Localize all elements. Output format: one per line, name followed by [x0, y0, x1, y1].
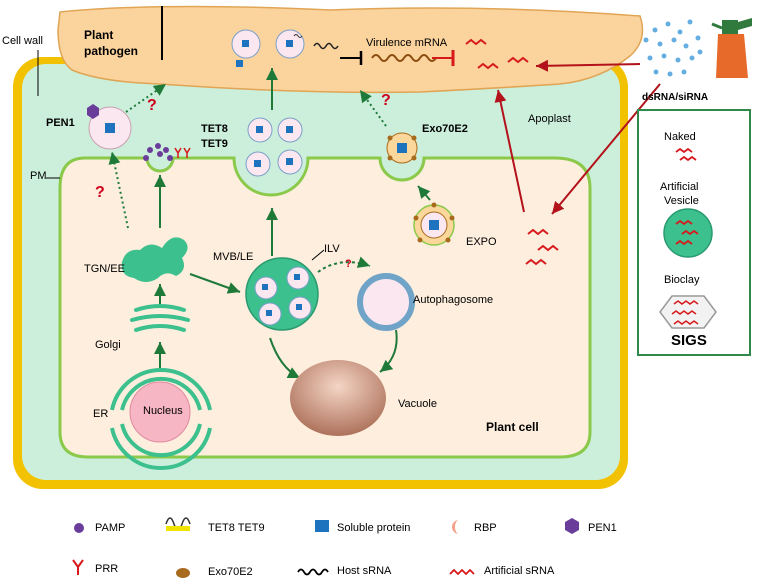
virulence-mrna-label: Virulence mRNA	[366, 37, 448, 49]
vesicle-in-pathogen-2	[275, 29, 305, 59]
pathogen-label-1: Plant	[84, 28, 114, 42]
expo-label: EXPO	[466, 236, 497, 248]
tet9-label: TET9	[201, 138, 228, 150]
autophagosome-label: Autophagosome	[413, 294, 494, 306]
tet-vesicles-at-pm	[245, 117, 303, 177]
vesicle-in-pathogen-1	[231, 29, 261, 59]
spray-to-pathogen-arrow	[535, 59, 641, 72]
mvb-le-label: MVB/LE	[213, 251, 254, 263]
vacuole	[290, 360, 386, 436]
legend-soluble-protein-label: Soluble protein	[337, 522, 411, 534]
legend-host-srna-icon	[297, 568, 329, 576]
nucleus	[129, 381, 191, 443]
tgn-ee-shape	[121, 237, 188, 282]
er-label: ER	[93, 408, 109, 420]
autophagosome-to-vacuole-arrow	[379, 329, 398, 373]
legend-artificial-srna-label: Artificial sRNA	[484, 565, 555, 577]
plant-pathogen	[57, 5, 644, 94]
legend-soluble-protein-icon	[315, 520, 329, 532]
golgi-stack	[130, 304, 190, 332]
pamp-cluster	[143, 143, 173, 161]
host-srna-pathogen	[313, 42, 339, 50]
pen1-vesicle	[88, 106, 132, 150]
vacuole-label: Vacuole	[398, 398, 437, 410]
sigs-naked-label: Naked	[664, 131, 696, 143]
exo70e2-vesicle	[386, 132, 418, 164]
expo-vesicle	[413, 202, 455, 246]
pen1-label: PEN1	[46, 117, 75, 129]
mvb-to-vacuole-arrow	[269, 337, 301, 379]
sigs-artificial-label: Artificial	[660, 181, 699, 193]
artificial-srna-pathogen-1	[465, 38, 487, 46]
legend-rbp-icon	[452, 520, 459, 534]
nucleus-label: Nucleus	[143, 405, 183, 417]
pathogen-label-2: pathogen	[84, 44, 138, 58]
legend-prr-label: PRR	[95, 563, 119, 575]
plant-cell-label: Plant cell	[486, 420, 539, 434]
virulence-mrna-wave	[371, 54, 437, 62]
sigs-naked-srna	[675, 147, 697, 162]
er-rings	[110, 367, 212, 471]
spray-to-cell-arrow	[551, 83, 661, 215]
expo-to-pm-arrow	[417, 185, 431, 201]
tet8-label: TET8	[201, 123, 228, 135]
dsrna-label: dsRNA/siRNA	[642, 92, 709, 103]
legend-artificial-srna-icon	[449, 568, 475, 576]
legend-pamp-icon	[74, 523, 84, 533]
artificial-srna-cell-2	[537, 244, 559, 252]
tgn-to-mvb-arrow	[189, 273, 241, 294]
sigs-bioclay-label: Bioclay	[664, 274, 700, 286]
question-mark-3: ?	[381, 92, 391, 109]
question-mark-4: ?	[345, 258, 352, 270]
sigs-artificial-vesicle	[663, 208, 713, 258]
soluble-protein-free	[236, 60, 243, 67]
legend-pen1-label: PEN1	[588, 522, 617, 534]
apoplast-label: Apoplast	[528, 113, 571, 125]
legend-host-srna-label: Host sRNA	[337, 565, 392, 577]
cell-to-pathogen-arrow	[494, 89, 525, 213]
artificial-srna-cell-1	[527, 228, 549, 236]
sigs-title: SIGS	[671, 332, 707, 349]
ilv-pointer	[311, 249, 325, 261]
dsrna-spray-cloud	[643, 19, 703, 77]
exo70e2-label: Exo70E2	[422, 123, 468, 135]
artificial-srna-pathogen-3	[507, 56, 529, 64]
autophagosome	[357, 273, 415, 331]
legend-exo70e2-label: Exo70E2	[208, 566, 253, 578]
legend-tet-label: TET8 TET9	[208, 522, 265, 534]
pen1-to-pathogen-arrow	[125, 83, 167, 113]
legend-rbp-label: RBP	[474, 522, 497, 534]
artificial-srna-cell-3	[525, 258, 547, 266]
pm-label: PM	[30, 170, 47, 182]
mvb-to-autophagosome-arrow	[317, 256, 371, 273]
question-mark-2: ?	[95, 184, 105, 201]
sigs-vesicle-label: Vesicle	[664, 195, 699, 207]
question-mark-1: ?	[147, 97, 157, 114]
legend-tet-bar	[166, 526, 190, 531]
mvb-le	[245, 257, 319, 331]
legend-pen1-icon	[565, 518, 579, 534]
prr-icon-site	[174, 147, 191, 158]
pen1-hexagon-icon	[87, 104, 99, 119]
legend-prr-icon	[72, 559, 84, 575]
golgi-label: Golgi	[95, 339, 121, 351]
cell-wall-label: Cell wall	[2, 35, 43, 47]
legend-pamp-label: PAMP	[95, 522, 126, 534]
legend-exo70e2-icon	[176, 568, 190, 578]
spray-bottle-icon	[711, 18, 752, 78]
sigs-bioclay	[659, 295, 717, 329]
ilv-label: ILV	[324, 243, 340, 255]
tgn-ee-label: TGN/EE	[84, 263, 125, 275]
artificial-srna-pathogen-2	[477, 62, 499, 70]
